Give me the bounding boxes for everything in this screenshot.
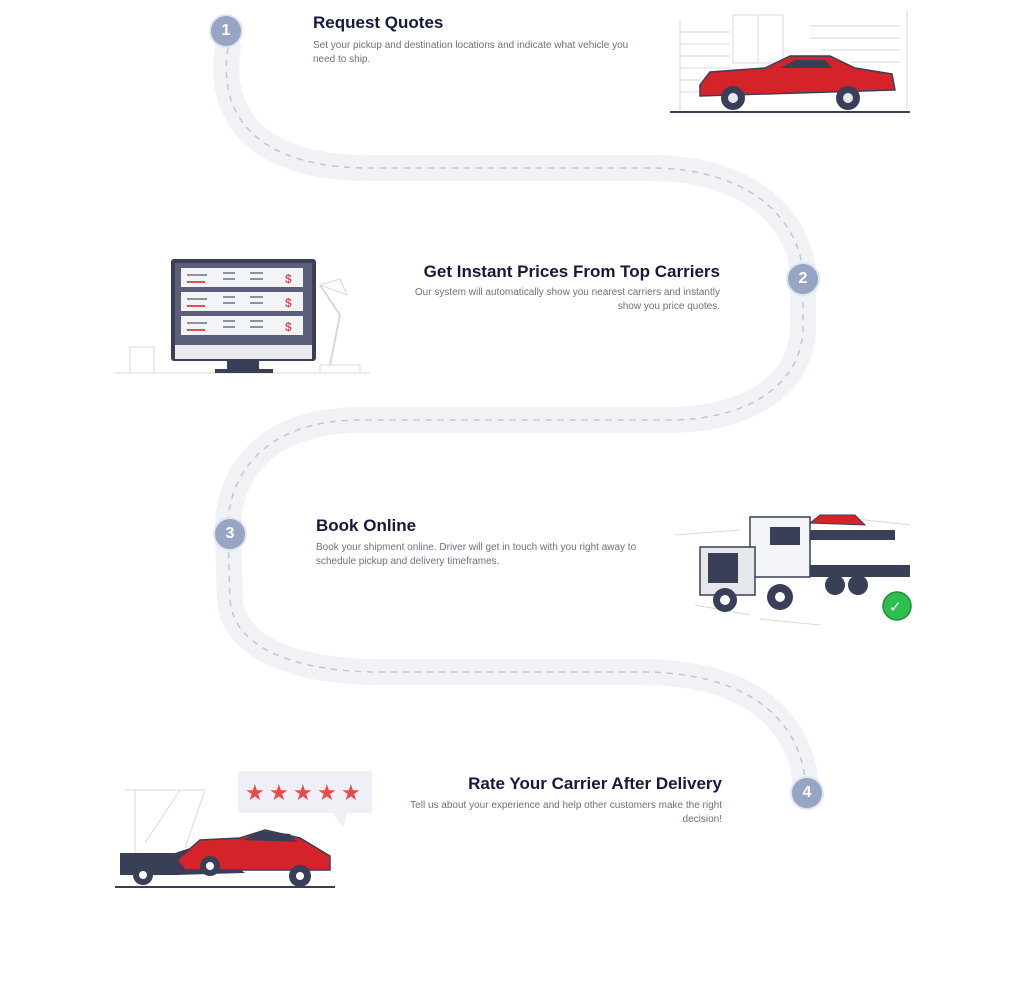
dollar-icon: $ [285, 272, 292, 286]
check-icon: ✓ [889, 599, 902, 616]
car-in-garage-illustration [670, 10, 910, 113]
star-icon: ★ [293, 780, 313, 805]
rating-stars: ★ ★ ★ ★ ★ [245, 780, 361, 805]
step-1-description: Set your pickup and destination location… [313, 40, 629, 65]
dollar-icon: $ [285, 320, 292, 334]
step-4-description: Tell us about your experience and help o… [410, 800, 722, 825]
dollar-icon: $ [285, 296, 292, 310]
step-3-title: Book Online [316, 516, 417, 535]
price-rows: $ $ $ [181, 268, 303, 335]
step-1-title: Request Quotes [313, 13, 444, 32]
step-3-badge: 3 [213, 517, 247, 551]
rating-car-unload-illustration: ★ ★ ★ ★ ★ [115, 771, 372, 888]
step-4-badge: 4 [790, 776, 824, 810]
step-2-title: Get Instant Prices From Top Carriers [423, 262, 720, 281]
star-icon: ★ [341, 780, 361, 805]
star-icon: ★ [317, 780, 337, 805]
car-carrier-truck-illustration: ✓ [674, 514, 912, 626]
star-icon: ★ [245, 780, 265, 805]
step-4-title: Rate Your Carrier After Delivery [468, 774, 722, 793]
step-2-description: Our system will automatically show you n… [414, 287, 720, 312]
step-2-badge: 2 [786, 262, 820, 296]
step-3-description: Book your shipment online. Driver will g… [316, 542, 637, 567]
step-1-badge: 1 [209, 14, 243, 48]
computer-price-quotes-illustration: $ $ $ [115, 259, 370, 374]
star-icon: ★ [269, 780, 289, 805]
check-icon-circle [882, 591, 912, 621]
